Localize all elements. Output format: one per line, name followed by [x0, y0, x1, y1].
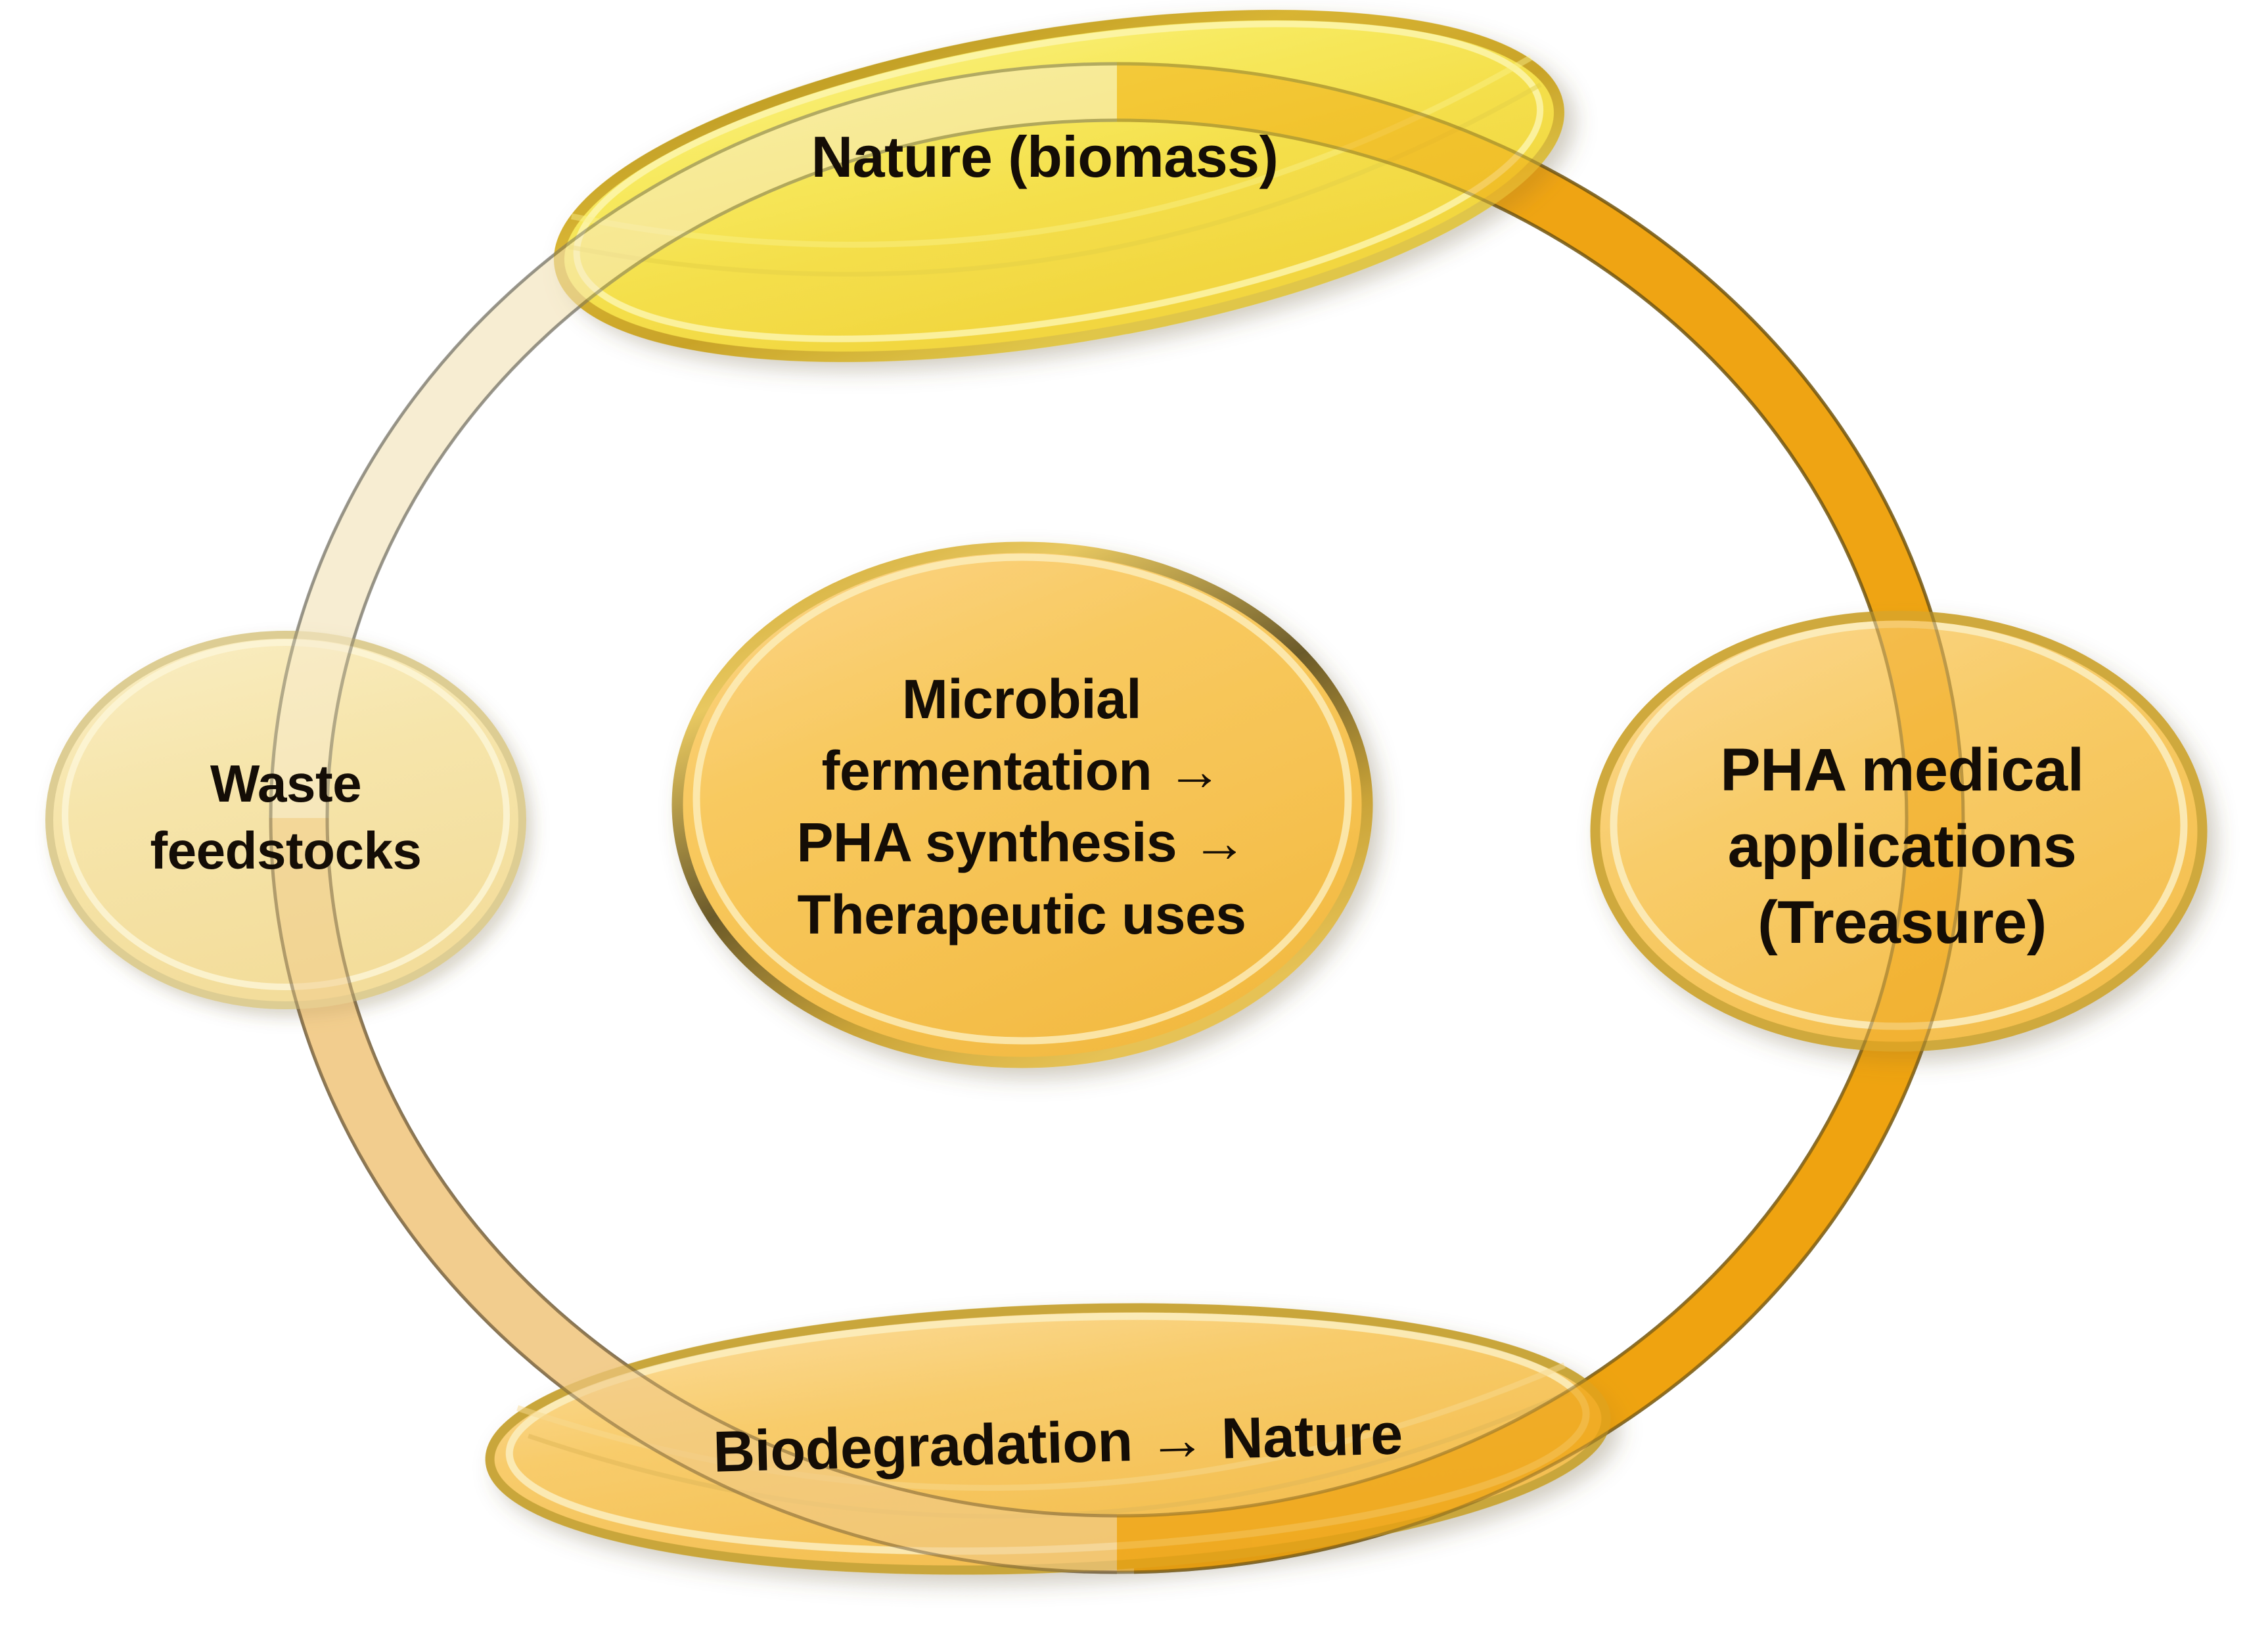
node-process-center[interactable] — [671, 541, 1373, 1068]
node-nature[interactable] — [535, 0, 1583, 417]
node-pha-medical[interactable] — [1590, 610, 2208, 1052]
ring-overlay-right — [1116, 62, 1965, 1574]
ring-overlay-left — [269, 62, 1118, 1574]
